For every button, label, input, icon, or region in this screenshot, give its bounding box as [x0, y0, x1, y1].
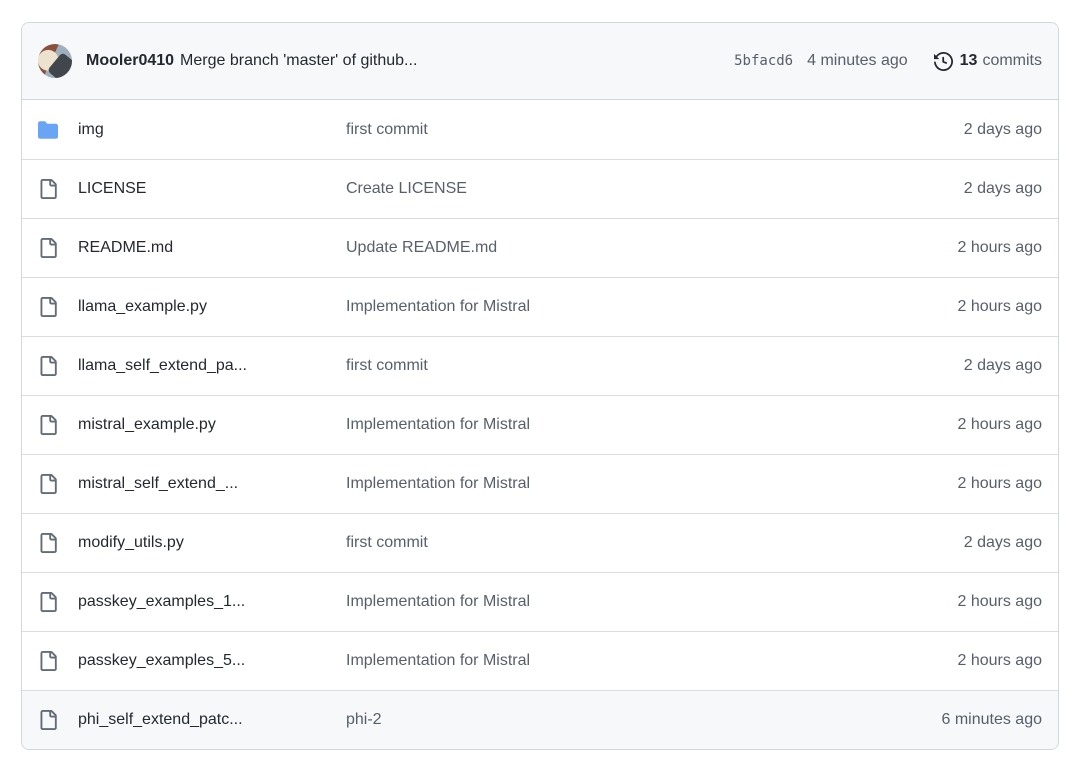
file-commit-message-link[interactable]: Implementation for Mistral [346, 475, 531, 492]
folder-icon [38, 120, 58, 140]
file-icon [38, 710, 58, 730]
file-row[interactable]: mistral_example.py Implementation for Mi… [22, 395, 1058, 454]
file-icon [38, 474, 58, 494]
file-icon [38, 356, 58, 376]
file-icon [38, 238, 58, 258]
file-icon [38, 592, 58, 612]
file-name-link[interactable]: README.md [78, 239, 174, 256]
file-row[interactable]: passkey_examples_1... Implementation for… [22, 572, 1058, 631]
file-name-link[interactable]: phi_self_extend_patc... [78, 711, 243, 728]
file-row[interactable]: llama_self_extend_pa... first commit 2 d… [22, 336, 1058, 395]
file-icon [38, 651, 58, 671]
file-commit-message-link[interactable]: first commit [346, 534, 428, 551]
file-name-link[interactable]: llama_example.py [78, 298, 207, 315]
latest-commit-bar: Mooler0410 Merge branch 'master' of gith… [22, 23, 1058, 100]
latest-commit-message[interactable]: Merge branch 'master' of github... [180, 52, 418, 69]
file-commit-message-link[interactable]: Implementation for Mistral [346, 416, 531, 433]
file-name-link[interactable]: llama_self_extend_pa... [78, 357, 247, 374]
file-commit-message-link[interactable]: phi-2 [346, 711, 382, 728]
file-commit-time: 2 days ago [963, 180, 1042, 197]
file-commit-message-link[interactable]: Update README.md [346, 239, 498, 256]
file-name-link[interactable]: LICENSE [78, 180, 147, 197]
repo-file-browser: Mooler0410 Merge branch 'master' of gith… [21, 22, 1059, 750]
file-row[interactable]: llama_example.py Implementation for Mist… [22, 277, 1058, 336]
file-name-link[interactable]: mistral_self_extend_... [78, 475, 239, 492]
history-clock-icon [933, 51, 953, 71]
commit-author-avatar[interactable] [38, 44, 72, 78]
commit-timestamp: 4 minutes ago [807, 52, 908, 69]
commit-meta: 5bfacd6 4 minutes ago 13 commits [734, 51, 1042, 71]
file-commit-message-link[interactable]: Create LICENSE [346, 180, 467, 197]
file-name-link[interactable]: passkey_examples_1... [78, 593, 246, 610]
commit-hash-link[interactable]: 5bfacd6 [734, 53, 794, 69]
file-icon [38, 415, 58, 435]
file-row[interactable]: LICENSE Create LICENSE 2 days ago [22, 159, 1058, 218]
file-list: img first commit 2 days ago LICENSE Crea… [22, 100, 1058, 749]
file-row[interactable]: README.md Update README.md 2 hours ago [22, 218, 1058, 277]
file-row[interactable]: modify_utils.py first commit 2 days ago [22, 513, 1058, 572]
file-commit-message-link[interactable]: Implementation for Mistral [346, 652, 531, 669]
file-row[interactable]: phi_self_extend_patc... phi-2 6 minutes … [22, 690, 1058, 749]
file-row[interactable]: mistral_self_extend_... Implementation f… [22, 454, 1058, 513]
file-commit-time: 6 minutes ago [941, 711, 1042, 728]
file-commit-time: 2 hours ago [957, 652, 1042, 669]
file-commit-time: 2 days ago [963, 357, 1042, 374]
file-name-link[interactable]: passkey_examples_5... [78, 652, 246, 669]
commit-history-link[interactable]: 13 commits [933, 51, 1042, 71]
file-icon [38, 297, 58, 317]
file-name-link[interactable]: img [78, 120, 104, 138]
file-name-link[interactable]: modify_utils.py [78, 534, 184, 551]
file-commit-message-link[interactable]: Implementation for Mistral [346, 593, 531, 610]
file-name-link[interactable]: mistral_example.py [78, 416, 216, 433]
commits-label: commits [982, 52, 1042, 69]
file-commit-time: 2 hours ago [957, 298, 1042, 315]
file-icon [38, 533, 58, 553]
file-row[interactable]: img first commit 2 days ago [22, 100, 1058, 159]
file-commit-time: 2 hours ago [957, 475, 1042, 492]
file-icon [38, 179, 58, 199]
file-commit-time: 2 hours ago [957, 239, 1042, 256]
commit-author-name[interactable]: Mooler0410 [86, 52, 175, 69]
file-commit-time: 2 hours ago [957, 416, 1042, 433]
file-commit-time: 2 days ago [963, 534, 1042, 551]
file-commit-message-link[interactable]: first commit [346, 120, 428, 138]
commits-count: 13 [959, 52, 978, 69]
file-commit-time: 2 hours ago [957, 593, 1042, 610]
file-commit-time: 2 days ago [963, 120, 1042, 138]
file-commit-message-link[interactable]: first commit [346, 357, 428, 374]
file-commit-message-link[interactable]: Implementation for Mistral [346, 298, 531, 315]
file-row[interactable]: passkey_examples_5... Implementation for… [22, 631, 1058, 690]
